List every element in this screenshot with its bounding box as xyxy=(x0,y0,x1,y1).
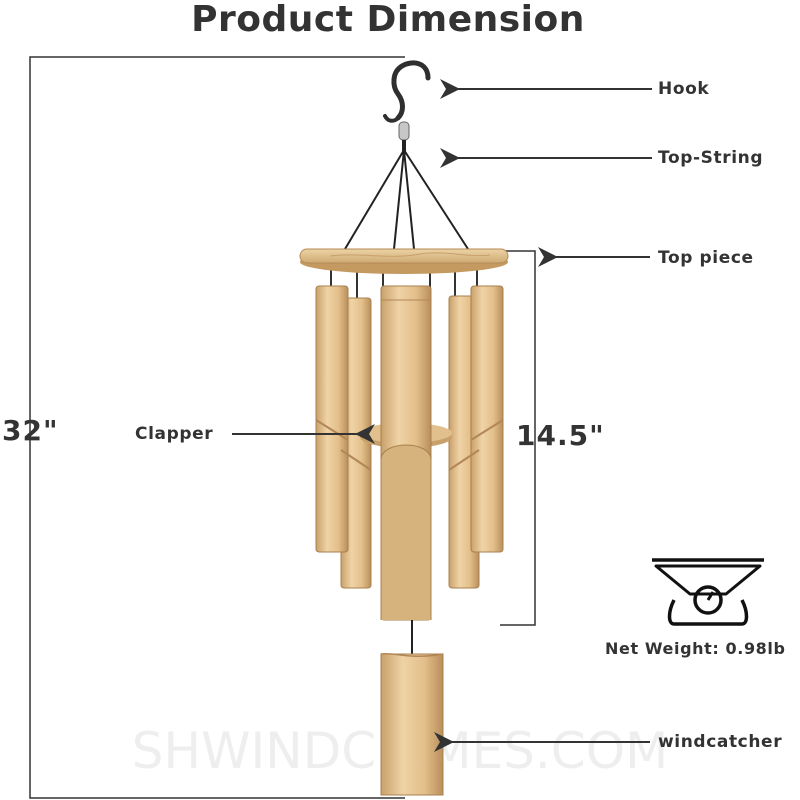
callout-arrows xyxy=(232,79,652,752)
scale-icon xyxy=(652,558,764,626)
overall-height-value: 32" xyxy=(2,414,59,447)
top-piece xyxy=(299,248,509,274)
top-string-label: Top-String xyxy=(658,148,764,168)
overall-height-bracket xyxy=(29,56,405,799)
top-piece-label: Top piece xyxy=(658,248,754,268)
windcatcher xyxy=(380,620,444,796)
tube-height-value: 14.5" xyxy=(516,419,605,452)
top-strings xyxy=(344,149,469,250)
net-weight-label: Net Weight: 0.98lb xyxy=(605,639,786,658)
windcatcher-label: windcatcher xyxy=(658,732,783,752)
center-tube xyxy=(380,285,432,621)
bamboo-tubes xyxy=(315,285,504,589)
hook-label: Hook xyxy=(658,79,710,99)
tube-height-bracket xyxy=(500,250,536,626)
hook-icon xyxy=(383,60,431,154)
clapper-label: Clapper xyxy=(135,424,214,444)
page-title: Product Dimension xyxy=(191,0,585,40)
